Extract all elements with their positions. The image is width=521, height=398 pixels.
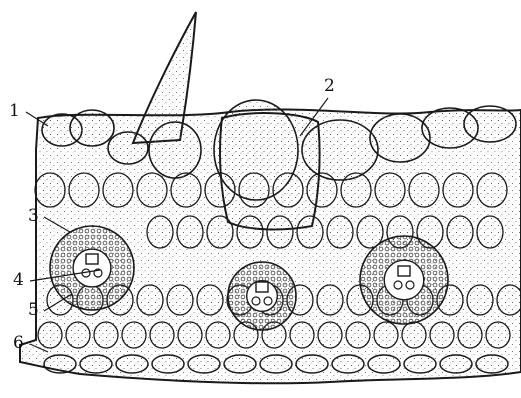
mesophyll-cell [341, 173, 371, 207]
lower-epidermis-cell [116, 355, 148, 373]
mesophyll-cell [171, 173, 201, 207]
epidermis-cell [464, 106, 516, 142]
epidermis-cell [108, 132, 148, 164]
mesophyll-cell [66, 322, 90, 348]
label-6: 6 [13, 335, 24, 352]
mesophyll-cell [237, 216, 263, 248]
mesophyll-cell [38, 322, 62, 348]
mesophyll-cell [69, 173, 99, 207]
lower-epidermis-cell [224, 355, 256, 373]
label-4: 4 [13, 272, 24, 289]
vascular-tissue [73, 249, 111, 287]
lower-epidermis-cell [296, 355, 328, 373]
mesophyll-cell [177, 216, 203, 248]
mesophyll-cell [307, 173, 337, 207]
label-5: 5 [28, 302, 39, 319]
mesophyll-cell [486, 322, 510, 348]
lower-epidermis-cell [44, 355, 76, 373]
mesophyll-cell [467, 285, 493, 315]
mesophyll-cell [267, 216, 293, 248]
epidermis-cell [370, 114, 430, 162]
mesophyll-cell [346, 322, 370, 348]
lower-epidermis-cell [440, 355, 472, 373]
label-1: 1 [9, 103, 20, 120]
mesophyll-cell [477, 216, 503, 248]
mesophyll-cell [167, 285, 193, 315]
vascular-tissue [247, 281, 278, 312]
lower-epidermis-cell [476, 355, 508, 373]
mesophyll-cell [273, 173, 303, 207]
mesophyll-cell [375, 173, 405, 207]
mesophyll-cell [122, 322, 146, 348]
mesophyll-cell [477, 173, 507, 207]
mesophyll-cell [239, 173, 269, 207]
mesophyll-cell [147, 216, 173, 248]
label-2: 2 [324, 78, 335, 95]
mesophyll-cell [137, 285, 163, 315]
mesophyll-cell [443, 173, 473, 207]
mesophyll-cell [35, 173, 65, 207]
mesophyll-cell [374, 322, 398, 348]
mesophyll-cell [458, 322, 482, 348]
lower-epidermis-cell [404, 355, 436, 373]
lower-epidermis-cell [80, 355, 112, 373]
epidermis-cell [70, 110, 114, 146]
mesophyll-cell [447, 216, 473, 248]
label-3: 3 [28, 208, 39, 225]
mesophyll-cell [318, 322, 342, 348]
mesophyll-cell [327, 216, 353, 248]
mesophyll-cell [207, 216, 233, 248]
mesophyll-cell [402, 322, 426, 348]
lower-epidermis-cell [332, 355, 364, 373]
mesophyll-cell [409, 173, 439, 207]
epidermis-cell [149, 122, 201, 178]
mesophyll-cell [497, 285, 521, 315]
lower-epidermis-cell [260, 355, 292, 373]
mesophyll-cell [137, 173, 167, 207]
mesophyll-cell [150, 322, 174, 348]
mesophyll-cell [317, 285, 343, 315]
lower-epidermis-cell [188, 355, 220, 373]
mesophyll-cell [206, 322, 230, 348]
lower-epidermis-cell [152, 355, 184, 373]
mesophyll-cell [205, 173, 235, 207]
lower-epidermis-cell [368, 355, 400, 373]
mesophyll-cell [197, 285, 223, 315]
mesophyll-cell [178, 322, 202, 348]
mesophyll-cell [430, 322, 454, 348]
mesophyll-cell [94, 322, 118, 348]
mesophyll-cell [290, 322, 314, 348]
mesophyll-cell [103, 173, 133, 207]
mesophyll-cell [297, 216, 323, 248]
